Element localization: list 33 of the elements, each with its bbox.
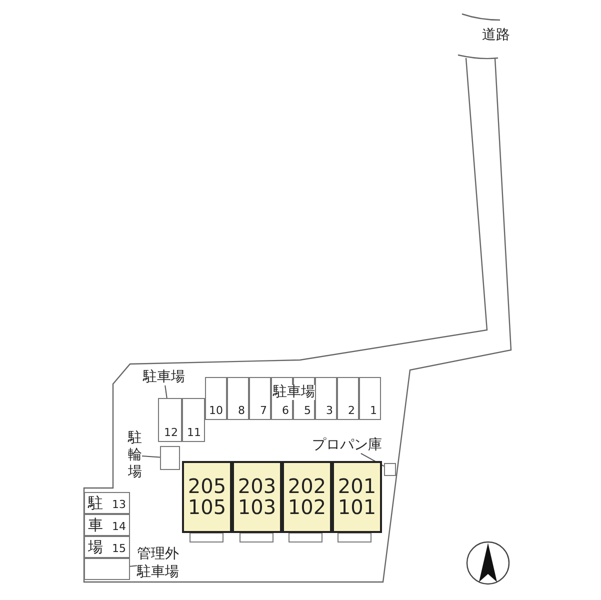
- leader-line: [130, 565, 138, 567]
- propane-storage-box: [384, 463, 396, 476]
- unit-number: 102: [288, 497, 326, 518]
- unit-number: 105: [188, 497, 226, 518]
- apartment-unit: [282, 461, 332, 533]
- unit-number: 203: [238, 476, 276, 497]
- apartment-unit: [232, 461, 282, 533]
- area-label: 管理外駐車場: [137, 545, 182, 581]
- unit-number: 103: [238, 497, 276, 518]
- area-label: 駐車場: [88, 493, 103, 558]
- parking-space: 3: [315, 377, 337, 420]
- bicycle-parking-box: [160, 446, 180, 470]
- apartment-unit: [182, 461, 232, 533]
- area-label: プロパン庫: [312, 438, 382, 454]
- parking-space: 1: [359, 377, 381, 420]
- parking-space: 12: [158, 398, 182, 442]
- area-label: 駐輪場: [128, 430, 142, 481]
- unit-number: 201: [338, 476, 376, 497]
- parking-space: 7: [249, 377, 271, 420]
- area-label: 駐車場: [143, 370, 185, 386]
- leader-line: [164, 384, 168, 398]
- parking-space: 10: [205, 377, 227, 420]
- area-label: 駐車場: [273, 385, 315, 400]
- unit-number: 202: [288, 476, 326, 497]
- unit-number: 101: [338, 497, 376, 518]
- parking-space: 2: [337, 377, 359, 420]
- parking-space: 11: [182, 398, 205, 442]
- parking-space: 8: [227, 377, 249, 420]
- apartment-unit: [332, 461, 382, 533]
- leader-line: [142, 456, 160, 458]
- road-label: 道路: [482, 28, 510, 44]
- parking-space: [84, 558, 130, 580]
- unit-number: 205: [188, 476, 226, 497]
